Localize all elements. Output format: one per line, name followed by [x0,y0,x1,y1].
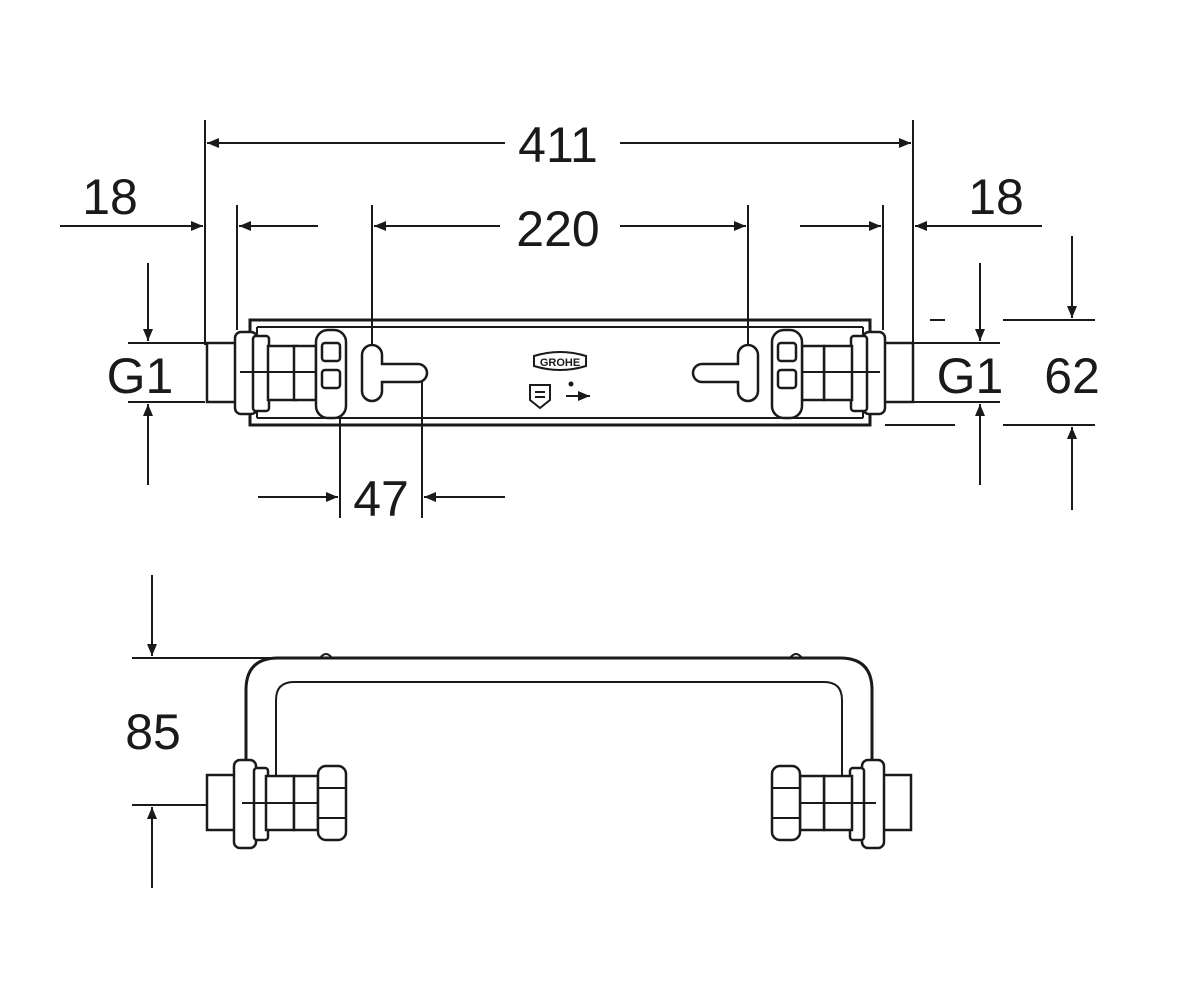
dimension-18-left: 18 [60,169,318,231]
arrow-icon [566,381,590,401]
right-fitting-front [770,758,913,850]
dimension-label-left-offset: 18 [82,169,138,225]
dimension-label-thread-left: G1 [107,348,174,404]
dimension-label-overall-length: 411 [518,117,598,173]
dimension-47: 47 [258,471,505,527]
brand-logo: GROHE [529,351,587,410]
left-fitting-top [205,328,348,420]
brand-logo-text: GROHE [540,357,580,369]
dimension-85: 85 [125,575,290,888]
dimension-62: 62 [1044,236,1100,510]
right-keyhole-slot [691,343,760,403]
extension-lines [128,120,1095,518]
dimension-label-depth: 85 [125,704,181,760]
front-view: 85 [125,575,913,888]
dimension-411: 411 [207,117,911,173]
dimension-220: 220 [374,201,746,257]
dimension-g1-right: G1 [937,263,1004,485]
left-fitting-front [205,758,348,850]
dimension-label-height: 62 [1044,348,1100,404]
dimension-g1-left: G1 [107,263,174,485]
top-view: 411 220 18 18 47 G1 [60,117,1100,527]
u-bracket [244,653,874,800]
dimension-label-hole-spacing: 220 [516,201,599,257]
dimension-label-thread-right: G1 [937,348,1004,404]
dimension-label-slot-length: 47 [353,471,409,527]
right-fitting-top [770,328,915,420]
dimension-label-right-offset: 18 [968,169,1024,225]
left-keyhole-slot [360,343,429,403]
dimension-18-right: 18 [800,169,1042,231]
